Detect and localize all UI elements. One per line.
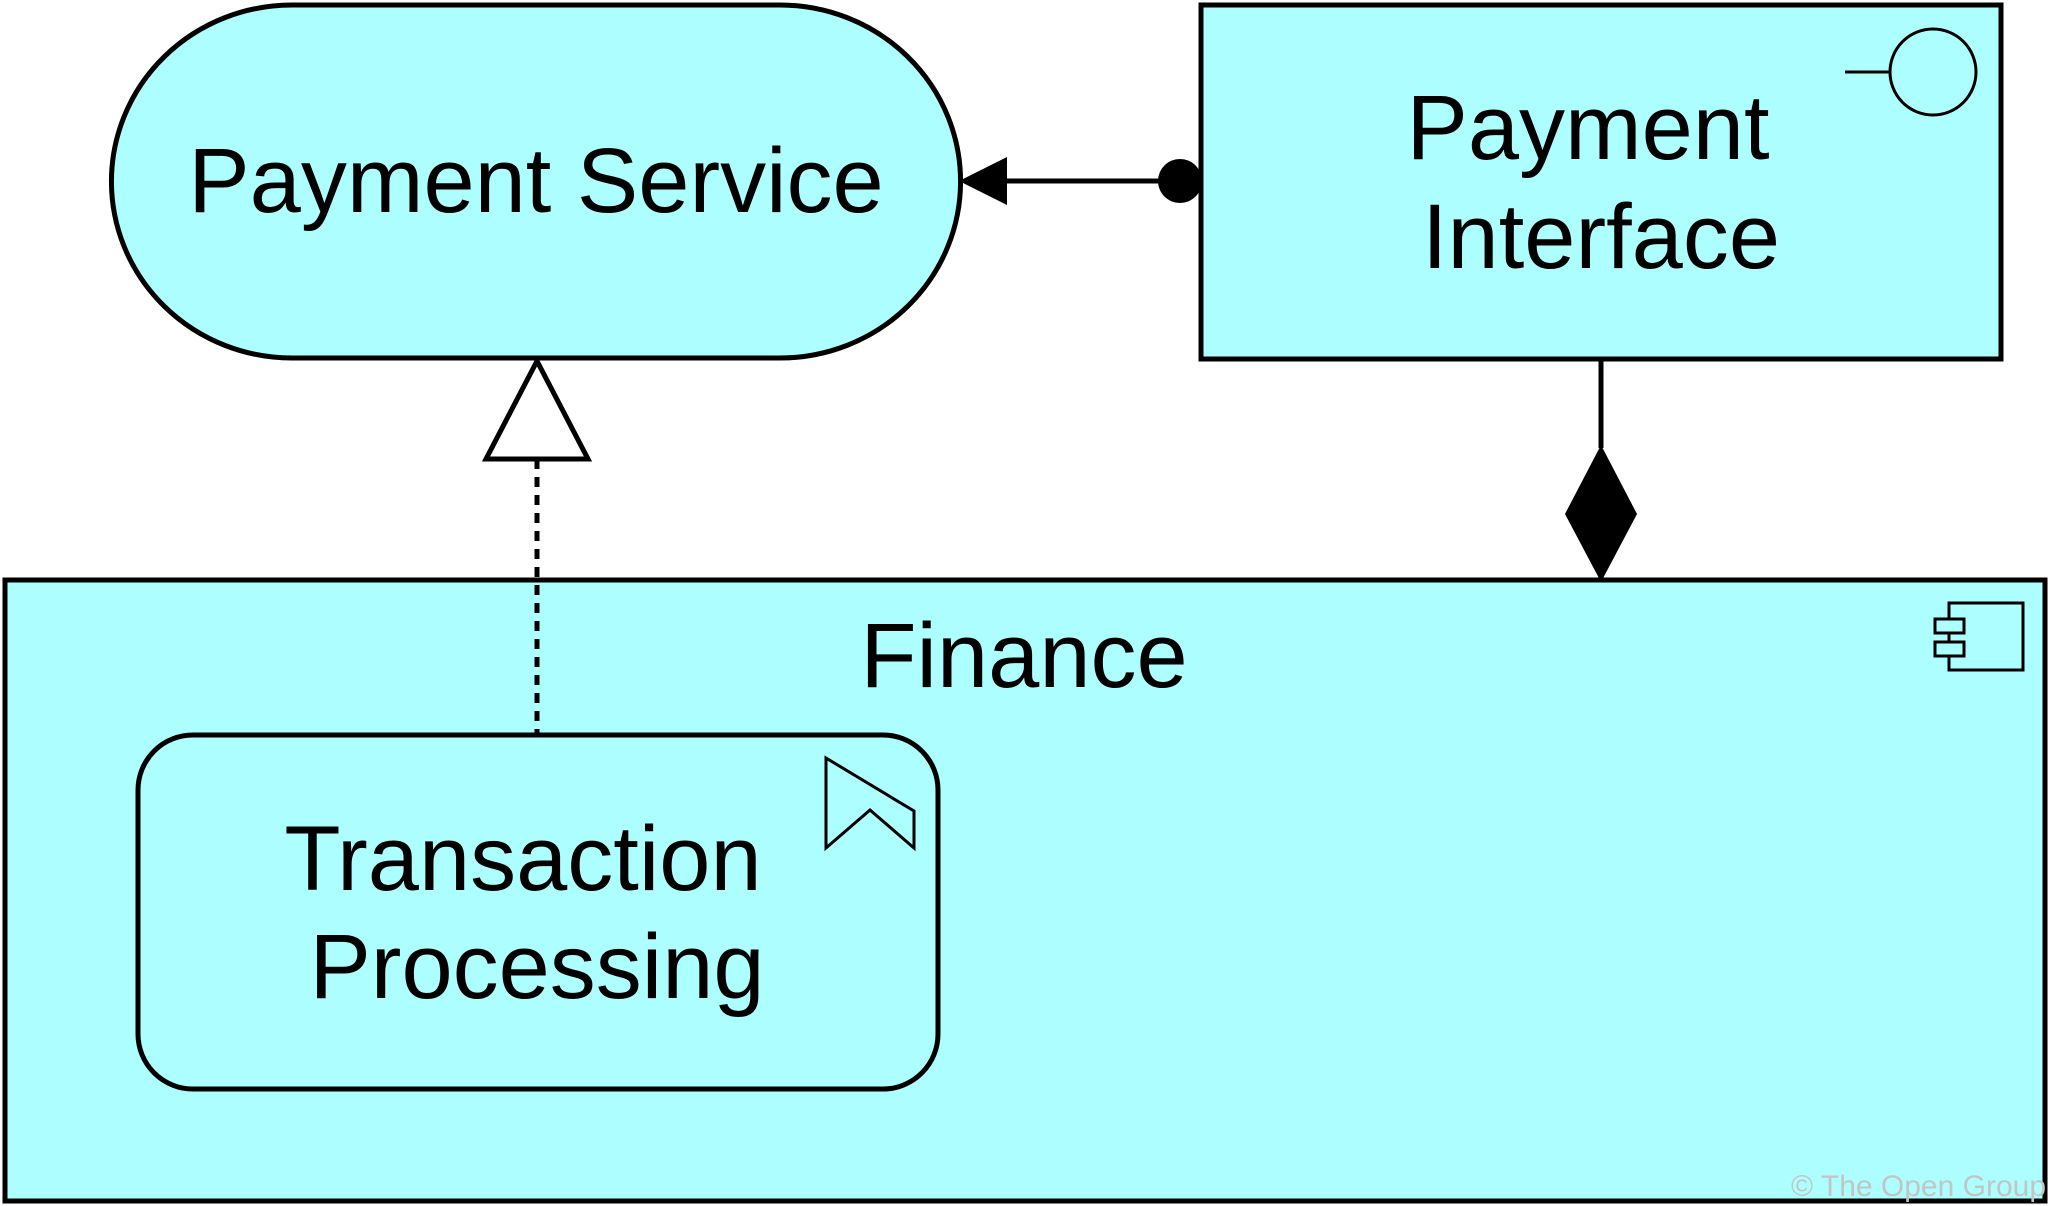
payment-interface-label-line1: Payment xyxy=(1406,77,1769,179)
transaction-processing-function[interactable]: Transaction Processing xyxy=(135,732,941,1092)
copyright-text: © The Open Group xyxy=(1791,1170,2046,1203)
composition-relationship[interactable] xyxy=(1565,359,1637,582)
assignment-arrowhead xyxy=(959,157,1007,205)
function-icon xyxy=(824,755,916,852)
payment-service-label: Payment Service xyxy=(188,130,883,232)
finance-label: Finance xyxy=(860,605,1187,707)
interface-icon xyxy=(1845,27,1978,117)
payment-interface-label-line2: Interface xyxy=(1422,186,1780,288)
assignment-source-dot xyxy=(1158,159,1202,203)
payment-interface[interactable]: Payment Interface xyxy=(1198,2,2004,362)
realization-arrowhead xyxy=(481,355,593,462)
transaction-processing-label-line2: Processing xyxy=(309,916,764,1018)
component-icon xyxy=(1933,601,2025,672)
payment-service[interactable]: Payment Service xyxy=(109,2,963,361)
composition-diamond xyxy=(1565,445,1637,582)
realization-relationship[interactable] xyxy=(481,355,593,735)
assignment-relationship[interactable] xyxy=(959,157,1202,205)
transaction-processing-label-line1: Transaction xyxy=(284,808,761,910)
